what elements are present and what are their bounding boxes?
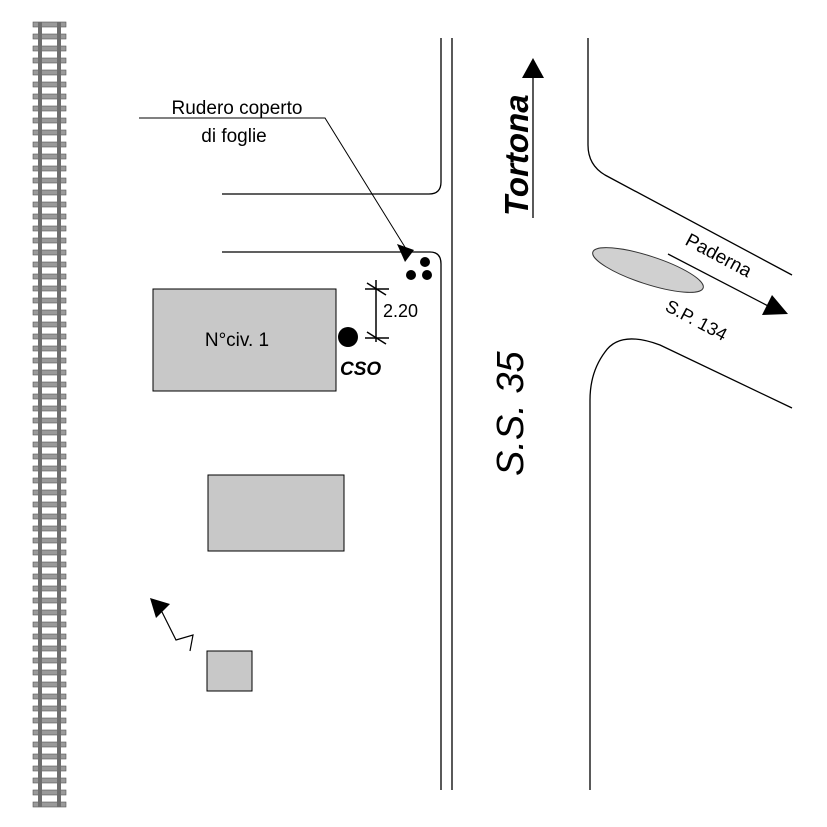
railway-sleeper (32, 669, 67, 676)
railway-sleeper (32, 141, 67, 148)
railway-sleeper (32, 705, 67, 712)
road-edge-right-lower (589, 338, 793, 790)
railway-sleeper (32, 765, 67, 772)
main-road-name: S.S. 35 (490, 351, 532, 476)
building-3 (206, 650, 253, 692)
railway-sleeper (32, 585, 67, 592)
railway-sleeper (32, 609, 67, 616)
railway-sleeper (32, 621, 67, 628)
railway-sleeper (32, 165, 67, 172)
railway-sleeper (32, 309, 67, 316)
railway-sleeper (32, 57, 67, 64)
railway-sleeper (32, 81, 67, 88)
railway-sleeper (32, 369, 67, 376)
railway-sleeper (32, 345, 67, 352)
railway-sleeper (32, 549, 67, 556)
dashed-track-lines (222, 193, 430, 253)
railway-rail (38, 22, 42, 807)
railway-sleeper (32, 237, 67, 244)
railway-sleeper (32, 129, 67, 136)
railway-sleeper (32, 489, 67, 496)
railway-sleeper (32, 429, 67, 436)
annotation-line-1: Rudero coperto (172, 98, 303, 119)
railway-sleeper (32, 441, 67, 448)
railway-sleeper (32, 729, 67, 736)
railway-sleeper (32, 741, 67, 748)
railway-sleeper (32, 501, 67, 508)
railway-sleeper (32, 801, 67, 808)
main-road-edges (222, 38, 793, 790)
paderna-arrow-icon (667, 253, 788, 315)
railway-sleeper (32, 33, 67, 40)
annotation-line-2: di foglie (201, 126, 267, 147)
railway-sleeper (32, 537, 67, 544)
railway-sleeper (32, 513, 67, 520)
railway-sleeper (32, 393, 67, 400)
distance-label: 2.20 (383, 301, 418, 321)
north-arrow-icon (522, 58, 544, 218)
railway-sleeper (32, 477, 67, 484)
cso-label: CSO (340, 359, 381, 380)
railway-sleeper (32, 249, 67, 256)
railway-sleeper (32, 285, 67, 292)
railway-sleeper (32, 273, 67, 280)
side-road-name: S.P. 134 (662, 296, 730, 345)
railway-sleeper (32, 561, 67, 568)
railway-rail (57, 22, 61, 807)
railway-sleeper (32, 573, 67, 580)
railway-sleeper (32, 681, 67, 688)
traffic-island (592, 247, 704, 293)
railway-sleeper (32, 525, 67, 532)
railway-sleeper (32, 153, 67, 160)
railway-sleeper (32, 213, 67, 220)
railway-sleeper (32, 297, 67, 304)
railway-sleeper (32, 225, 67, 232)
railway-sleeper (32, 645, 67, 652)
railway-sleeper (32, 177, 67, 184)
railway-sleeper (32, 333, 67, 340)
distance-dimension (365, 280, 389, 345)
railway-sleeper (32, 405, 67, 412)
building-civ-1 (152, 288, 337, 392)
main-road-direction: Tortona (498, 94, 535, 216)
building-2 (207, 474, 345, 552)
railway-sleeper (32, 201, 67, 208)
zigzag-arrow-icon (150, 598, 194, 652)
ruin-marker-icon (406, 257, 432, 280)
railway-sleeper (32, 717, 67, 724)
railway-sleeper (32, 261, 67, 268)
road-edge-upper-left (222, 38, 442, 195)
railway-sleeper (32, 753, 67, 760)
railway-sleeper (32, 381, 67, 388)
railway-sleeper (32, 777, 67, 784)
road-edge-right-upper (587, 38, 793, 276)
railway-sleeper (32, 45, 67, 52)
railway-sleeper (32, 117, 67, 124)
railway-sleeper (32, 597, 67, 604)
railway-sleeper (32, 465, 67, 472)
railway-sleeper (32, 321, 67, 328)
railway-sleeper (32, 657, 67, 664)
railway-track-icon (32, 21, 67, 808)
annotation-leader (139, 117, 414, 262)
railway-sleeper (32, 69, 67, 76)
railway-sleeper (32, 633, 67, 640)
railway-sleeper (32, 189, 67, 196)
railway-sleeper (32, 357, 67, 364)
railway-sleeper (32, 417, 67, 424)
railway-sleeper (32, 21, 67, 28)
railway-sleeper (32, 93, 67, 100)
railway-sleeper (32, 789, 67, 796)
railway-sleeper (32, 453, 67, 460)
railway-sleeper (32, 105, 67, 112)
building-label: N°civ. 1 (205, 330, 269, 351)
road-edge-lower-left (222, 251, 442, 790)
railway-sleeper (32, 693, 67, 700)
cso-marker-icon (338, 327, 358, 347)
